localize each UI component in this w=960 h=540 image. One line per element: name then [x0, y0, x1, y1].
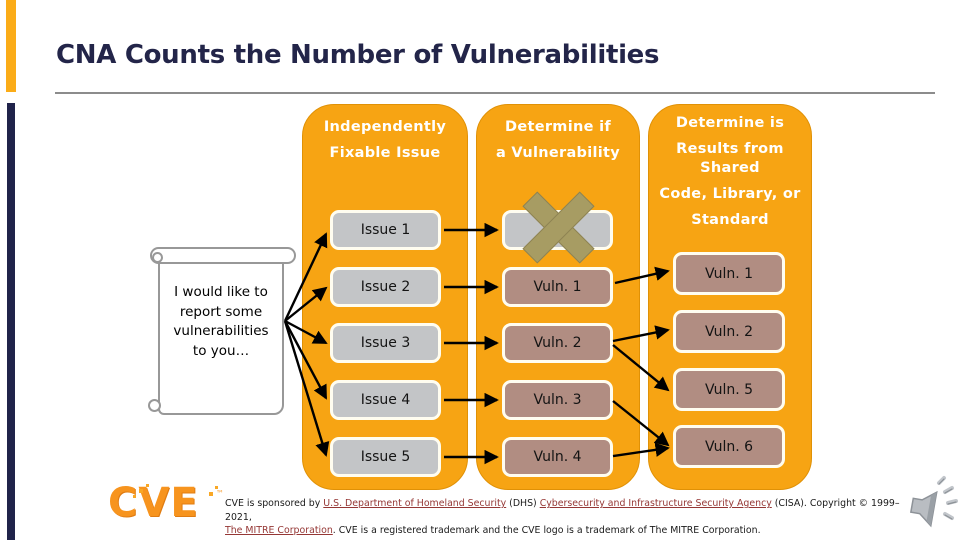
cve-logo-pixel	[139, 489, 143, 493]
vuln-box-4: Vuln. 4	[502, 437, 613, 477]
footer-text: (CISA). Copyright © 1999–2021,	[225, 498, 900, 523]
issue-box-3: Issue 3	[330, 323, 441, 363]
title-underline	[55, 92, 935, 94]
column3-header-line5: Standard	[691, 212, 769, 228]
column-determine-shared	[648, 104, 812, 490]
cve-logo-pixel	[209, 492, 213, 496]
link-dhs[interactable]: U.S. Department of Homeland Security	[323, 498, 507, 509]
shared-vuln-box-1: Vuln. 1	[673, 252, 785, 295]
column1-header-line1: Independently	[323, 119, 447, 135]
issue-box-2: Issue 2	[330, 267, 441, 307]
scroll-note-text: I would like to report some vulnerabilit…	[156, 283, 286, 361]
footer-text: CVE is sponsored by	[225, 498, 324, 509]
column3-header: Determine is Results from Shared Code, L…	[648, 114, 812, 230]
cve-logo-pixel	[146, 484, 149, 487]
link-mitre[interactable]: The MITRE Corporation	[225, 525, 333, 536]
cve-logo-pixel	[215, 486, 218, 489]
scroll-note-curl-bottom	[148, 399, 161, 412]
column3-header-line3: Shared	[700, 160, 760, 176]
scroll-note-line: vulnerabilities	[173, 323, 269, 339]
column3-header-line2: Results from	[676, 141, 784, 157]
column1-header-line2: Fixable Issue	[329, 145, 441, 161]
page-title: CNA Counts the Number of Vulnerabilities	[56, 40, 660, 70]
issue-box-4: Issue 4	[330, 380, 441, 420]
cve-logo-trademark: ™	[216, 489, 224, 498]
column2-header-line1: Determine if	[505, 119, 611, 135]
vuln-box-3: Vuln. 3	[502, 380, 613, 420]
footer-disclaimer: CVE is sponsored by U.S. Department of H…	[225, 497, 917, 538]
vuln-box-1: Vuln. 1	[502, 267, 613, 307]
column1-header: Independently Fixable Issue	[302, 114, 468, 166]
vuln-box-2: Vuln. 2	[502, 323, 613, 363]
footer-text: (DHS)	[506, 498, 540, 509]
scroll-note-line: report some	[179, 303, 263, 320]
footer-text: . CVE is a registered trademark and the …	[332, 525, 761, 536]
scroll-note-curl-top	[152, 252, 163, 263]
issue-box-1: Issue 1	[330, 210, 441, 250]
footer-line-2: The MITRE Corporation. CVE is a register…	[225, 524, 917, 538]
shared-vuln-box-5: Vuln. 5	[673, 368, 785, 411]
scroll-note	[158, 262, 284, 415]
column3-header-line1: Determine is	[675, 115, 785, 131]
edge-accent-bar-navy	[7, 103, 15, 540]
shared-vuln-box-6: Vuln. 6	[673, 425, 785, 468]
link-cisa[interactable]: Cybersecurity and Infrastructure Securit…	[539, 498, 772, 509]
footer-line-1: CVE is sponsored by U.S. Department of H…	[225, 497, 917, 524]
column2-header-line2: a Vulnerability	[495, 145, 621, 161]
column3-header-line4: Code, Library, or	[659, 186, 801, 202]
scroll-note-line: I would like to	[174, 284, 268, 300]
scroll-note-line: to you…	[192, 342, 250, 359]
shared-vuln-box-2: Vuln. 2	[673, 310, 785, 353]
column2-header: Determine if a Vulnerability	[476, 114, 640, 166]
issue-box-5: Issue 5	[330, 437, 441, 477]
x-cross-icon	[516, 185, 601, 270]
edge-accent-bar-orange	[6, 0, 16, 92]
cve-logo-pixel	[133, 495, 136, 498]
cve-logo: CVE	[108, 480, 199, 526]
speaker-icon[interactable]	[898, 471, 960, 537]
